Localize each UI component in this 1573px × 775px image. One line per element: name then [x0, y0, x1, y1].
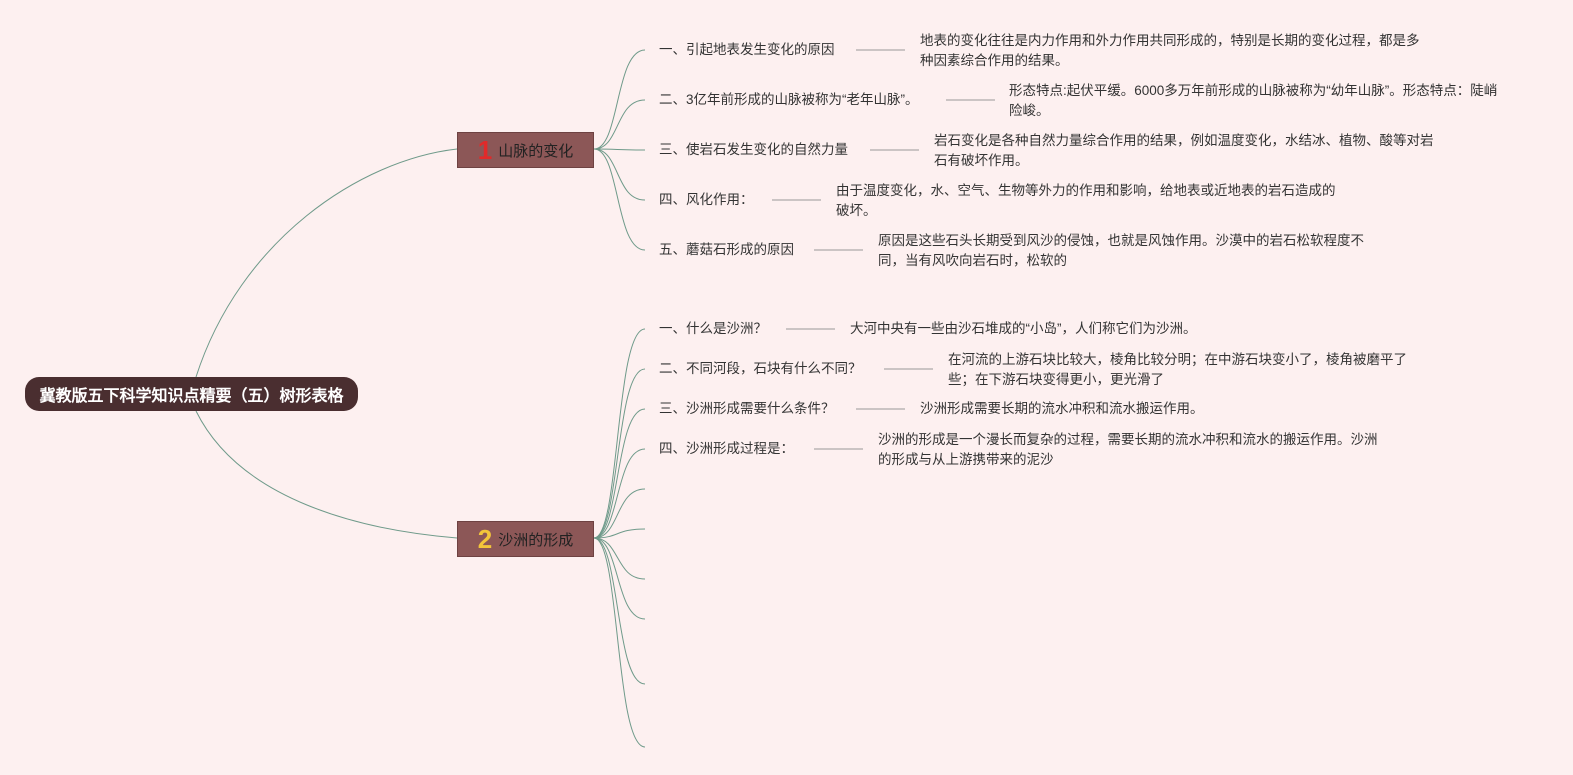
topic-question[interactable]: 三、使岩石发生变化的自然力量 [659, 142, 848, 157]
root-link-1 [195, 148, 458, 378]
topic-question[interactable]: 五、蘑菇石形成的原因 [659, 242, 794, 257]
topic-question[interactable]: 四、风化作用： [659, 192, 754, 207]
branch-node-mountains[interactable]: 1 山脉的变化 [457, 132, 594, 168]
root-link-2 [195, 410, 458, 539]
branch-link [593, 148, 646, 201]
topic-answer: 形态特点:起伏平缓。6000多万年前形成的山脉被称为“幼年山脉”。形态特点：陡峭… [1009, 83, 1498, 118]
branch-link [593, 528, 646, 539]
topic-answer: 在河流的上游石块比较大，棱角比较分明；在中游石块变小了，棱角被磨平了些；在下游石… [948, 352, 1407, 387]
topic-answer: 沙洲形成需要长期的流水冲积和流水搬运作用。 [920, 401, 1204, 416]
branch-link [593, 448, 646, 539]
branch-link [593, 49, 646, 150]
branch-link [593, 537, 646, 685]
branch-link [593, 537, 646, 748]
branch-link [593, 148, 646, 151]
topic-answer: 原因是这些石头长期受到风沙的侵蚀，也就是风蚀作用。沙漠中的岩石松软程度不同，当有… [878, 233, 1364, 268]
topic-answer: 地表的变化往往是内力作用和外力作用共同形成的，特别是长期的变化过程，都是多种因素… [920, 33, 1420, 68]
branch-link [593, 408, 646, 539]
branch-node-sandbar[interactable]: 2 沙洲的形成 [457, 521, 594, 557]
topic-answer: 沙洲的形成是一个漫长而复杂的过程，需要长期的流水冲积和流水的搬运作用。沙洲的形成… [878, 432, 1378, 467]
branch-number: 1 [477, 135, 493, 165]
topic-question[interactable]: 一、引起地表发生变化的原因 [659, 42, 835, 57]
topic-answer: 由于温度变化，水、空气、生物等外力的作用和影响，给地表或近地表的岩石造成的破坏。 [836, 183, 1336, 218]
branch-link [593, 99, 646, 150]
branch-link [593, 488, 646, 539]
topic-question[interactable]: 三、沙洲形成需要什么条件？ [659, 401, 835, 416]
topic-question[interactable]: 二、3亿年前形成的山脉被称为“老年山脉”。 [659, 92, 919, 107]
topic-answer: 大河中央有一些由沙石堆成的“小岛”，人们称它们为沙洲。 [850, 321, 1197, 336]
branch-link [593, 537, 646, 580]
branch-number: 2 [477, 524, 493, 554]
topic-question[interactable]: 一、什么是沙洲？ [659, 321, 767, 336]
root-node[interactable]: 冀教版五下科学知识点精要（五）树形表格 [25, 377, 358, 411]
branch-link [593, 537, 646, 620]
branch-link [593, 328, 646, 539]
branch-link [593, 148, 646, 251]
topic-question[interactable]: 四、沙洲形成过程是： [659, 441, 794, 456]
branch-label: 沙洲的形成 [498, 531, 574, 549]
branch-label: 山脉的变化 [498, 142, 574, 160]
branch-link [593, 368, 646, 539]
topic-question[interactable]: 二、不同河段，石块有什么不同？ [659, 361, 862, 376]
root-title: 冀教版五下科学知识点精要（五）树形表格 [39, 388, 344, 405]
topic-answer: 岩石变化是各种自然力量综合作用的结果，例如温度变化，水结冰、植物、酸等对岩石有破… [934, 133, 1434, 168]
